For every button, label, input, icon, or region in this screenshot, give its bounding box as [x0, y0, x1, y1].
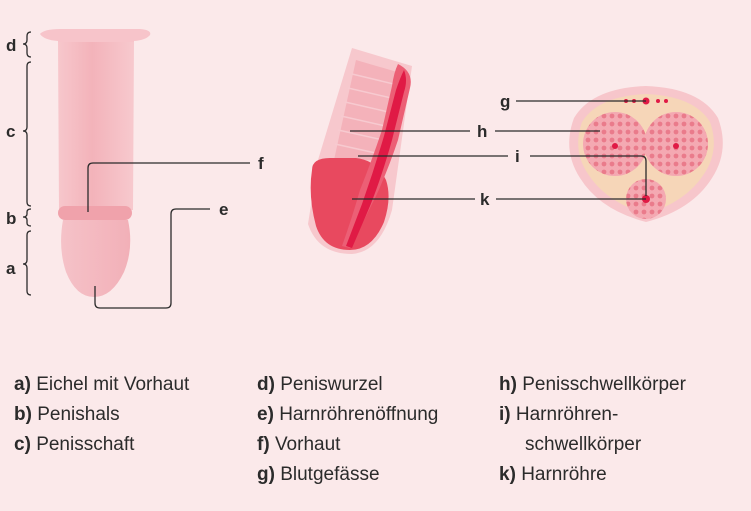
label-a: a — [6, 259, 16, 278]
legend-item: e) Harnröhrenöffnung — [257, 404, 439, 425]
leader-f — [87, 162, 250, 212]
legend-item: a) Eichel mit Vorhaut — [14, 374, 190, 395]
eichel-shape — [61, 220, 131, 297]
label-b: b — [6, 209, 16, 228]
label-f: f — [258, 154, 264, 173]
bracket-d — [22, 31, 32, 58]
anatomy-diagram: d c b a f e g h i k — [6, 29, 723, 309]
label-e: e — [219, 200, 228, 219]
label-c: c — [6, 122, 15, 141]
label-i: i — [515, 147, 520, 166]
legend-item: c) Penisschaft — [14, 434, 135, 455]
leader-lines-right — [350, 100, 647, 200]
penis-section-figure — [308, 48, 412, 254]
penis-external-figure — [40, 29, 151, 297]
vorhaut-ring-shape — [58, 206, 132, 220]
leader-i-right — [530, 155, 647, 196]
legend-item: d) Peniswurzel — [257, 374, 383, 395]
legend-item: schwellkörper — [525, 434, 642, 455]
bracket-c — [22, 61, 32, 207]
legend-column-2: d) Peniswurzel e) Harnröhrenöffnung f) V… — [257, 370, 438, 490]
label-g: g — [500, 92, 510, 111]
leader-e — [94, 208, 210, 309]
legend-item: k) Harnröhre — [499, 464, 607, 485]
penis-cross-section-figure — [569, 86, 723, 222]
legend-column-3: h) Penisschwellkörper i) Harnröhren- sch… — [499, 370, 686, 490]
label-h: h — [477, 122, 487, 141]
harnroehre-shape — [346, 70, 406, 248]
region-brackets — [22, 31, 32, 296]
leader-lines-left — [87, 162, 250, 309]
bracket-b — [22, 208, 32, 227]
legend-item: h) Penisschwellkörper — [499, 374, 686, 395]
legend-item: f) Vorhaut — [257, 434, 341, 455]
legend-item: i) Harnröhren- — [499, 404, 619, 425]
penisschaft-shape — [58, 42, 134, 210]
label-d: d — [6, 36, 16, 55]
legend-item: g) Blutgefässe — [257, 464, 380, 485]
legend-item: b) Penishals — [14, 404, 120, 425]
bracket-a — [22, 230, 32, 296]
legend-column-1: a) Eichel mit Vorhaut b) Penishals c) Pe… — [14, 370, 189, 460]
peniswurzel-shape — [40, 29, 151, 44]
label-k: k — [480, 190, 490, 209]
